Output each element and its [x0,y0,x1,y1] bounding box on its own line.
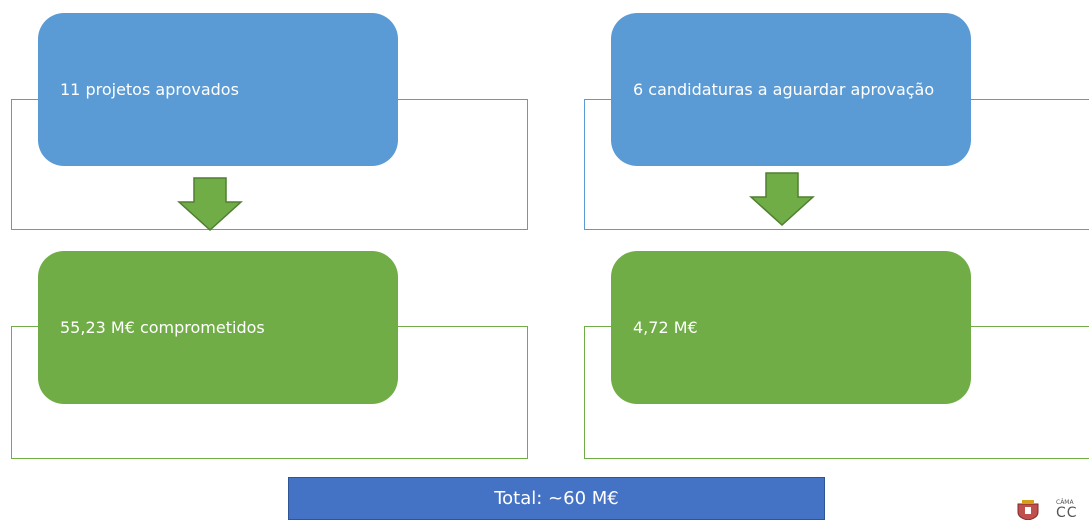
approved-projects-box: 11 projetos aprovados [38,13,398,166]
pending-applications-box: 6 candidaturas a aguardar aprovação [611,13,971,166]
down-arrow-left [177,177,243,232]
pending-amount-label: 4,72 M€ [633,318,698,337]
logo-big-text: CC [1056,505,1078,520]
pending-amount-box: 4,72 M€ [611,251,971,404]
coat-of-arms-icon [1017,500,1039,520]
committed-amount-box: 55,23 M€ comprometidos [38,251,398,404]
committed-amount-label: 55,23 M€ comprometidos [60,318,265,337]
logo-small-text: CÂMA [1056,499,1074,506]
down-arrow-right [749,172,815,227]
total-bar: Total: ~60 M€ [288,477,825,520]
municipality-logo: CÂMA CC [1016,498,1089,520]
total-label: Total: ~60 M€ [494,488,619,509]
pending-applications-label: 6 candidaturas a aguardar aprovação [633,80,935,99]
approved-projects-label: 11 projetos aprovados [60,80,239,99]
